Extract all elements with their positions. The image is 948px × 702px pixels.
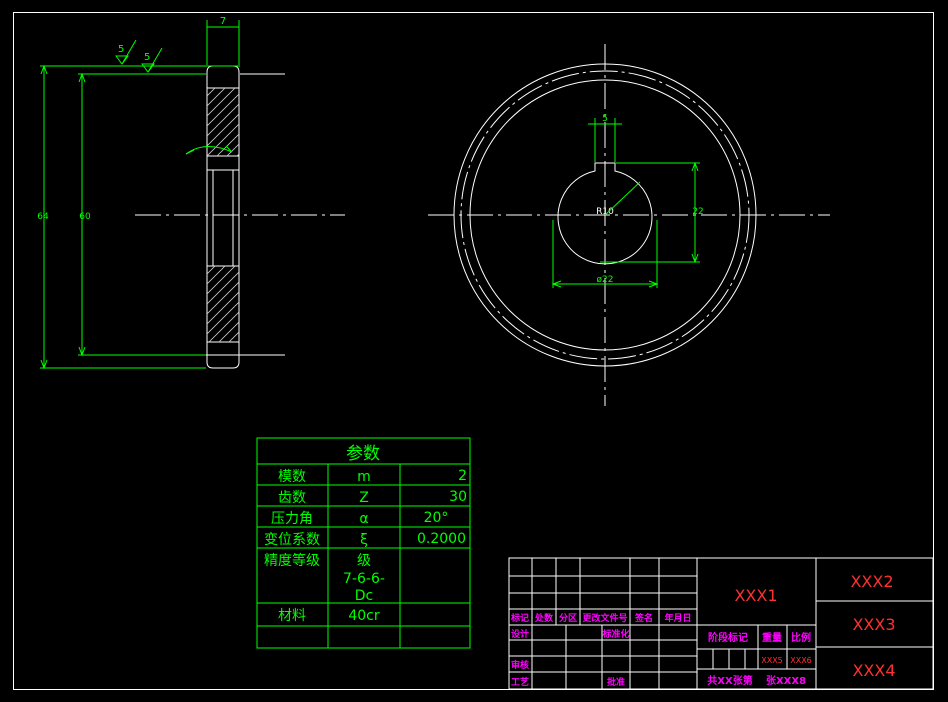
param-value: 0.2000 xyxy=(417,531,466,547)
tb-label-count: 处数 xyxy=(534,612,554,624)
param-name: 变位系数 xyxy=(264,532,320,548)
tb-label-stage-mark: 阶段标记 xyxy=(708,631,748,644)
tb-xxx3: XXX3 xyxy=(852,615,895,634)
param-symbol: m xyxy=(357,469,371,485)
param-symbol: 40cr xyxy=(348,608,380,624)
dim-inner-height: 60 xyxy=(79,212,91,222)
param-symbol-line: 级 xyxy=(357,553,371,569)
param-value: 2 xyxy=(458,468,467,484)
dim-width: 7 xyxy=(220,16,226,27)
tb-label-zone: 分区 xyxy=(559,612,577,624)
dim-bore-radius: R10 xyxy=(596,207,614,217)
dim-bore-diameter: ø22 xyxy=(597,275,614,285)
param-name: 模数 xyxy=(278,469,306,485)
param-value: 20° xyxy=(424,510,449,526)
param-name: 精度等级 xyxy=(264,552,320,569)
tb-label-design: 设计 xyxy=(511,628,529,640)
side-view: 7 5 5 64 60 xyxy=(37,16,345,370)
tb-label-process: 工艺 xyxy=(511,676,529,688)
tb-label-weight: 重量 xyxy=(762,631,782,644)
drawing-border xyxy=(13,12,934,690)
tb-label-mark: 标记 xyxy=(510,612,529,624)
param-symbol-line: 7-6-6- xyxy=(343,571,385,587)
tb-sheet-no: 张XXX8 xyxy=(766,674,806,687)
dim-keyway-width: 5 xyxy=(602,114,608,124)
tb-sheets-total: 共XX张第 xyxy=(707,674,752,687)
param-symbol: ξ xyxy=(360,532,368,548)
roughness-value-2: 5 xyxy=(144,52,150,63)
parameter-table: 参数 模数 m 2 齿数 Z 30 压力角 α 20° 变位系数 ξ 0.200… xyxy=(256,437,471,649)
param-symbol-line: Dc xyxy=(355,588,373,604)
tb-xxx6: XXX6 xyxy=(790,656,812,665)
tb-xxx2: XXX2 xyxy=(850,572,893,591)
tb-xxx5: XXX5 xyxy=(761,656,783,665)
tb-label-scale: 比例 xyxy=(791,631,811,644)
tb-xxx4: XXX4 xyxy=(852,661,895,680)
dim-outer-height: 64 xyxy=(37,212,49,222)
param-value: 30 xyxy=(449,489,467,505)
dim-keyway-depth: 22 xyxy=(692,207,703,217)
front-view: 5 22 R10 ø22 xyxy=(428,44,830,406)
param-symbol: Z xyxy=(359,490,369,506)
tb-label-standardization: 标准化 xyxy=(601,628,629,640)
roughness-value-1: 5 xyxy=(118,44,124,55)
param-name: 材料 xyxy=(278,608,306,624)
tb-label-review: 审核 xyxy=(511,659,529,671)
param-name: 齿数 xyxy=(278,490,306,506)
title-block: 标记 处数 分区 更改文件号 签名 年月日 设计 标准化 审核 工艺 批准 阶段… xyxy=(508,557,934,690)
roughness-icon xyxy=(141,47,163,73)
tb-label-signature: 签名 xyxy=(634,612,653,624)
tb-xxx1: XXX1 xyxy=(734,586,777,605)
section-hatch-top xyxy=(207,88,239,156)
roughness-icon xyxy=(115,39,137,65)
tb-label-change-doc: 更改文件号 xyxy=(582,612,627,624)
section-hatch-bottom xyxy=(207,266,239,342)
bore-keyway xyxy=(557,162,653,265)
param-symbol: α xyxy=(359,511,368,527)
param-name: 压力角 xyxy=(271,511,313,527)
tb-label-approve: 批准 xyxy=(607,676,625,688)
param-table-title: 参数 xyxy=(346,444,380,464)
tb-label-date: 年月日 xyxy=(664,612,691,624)
